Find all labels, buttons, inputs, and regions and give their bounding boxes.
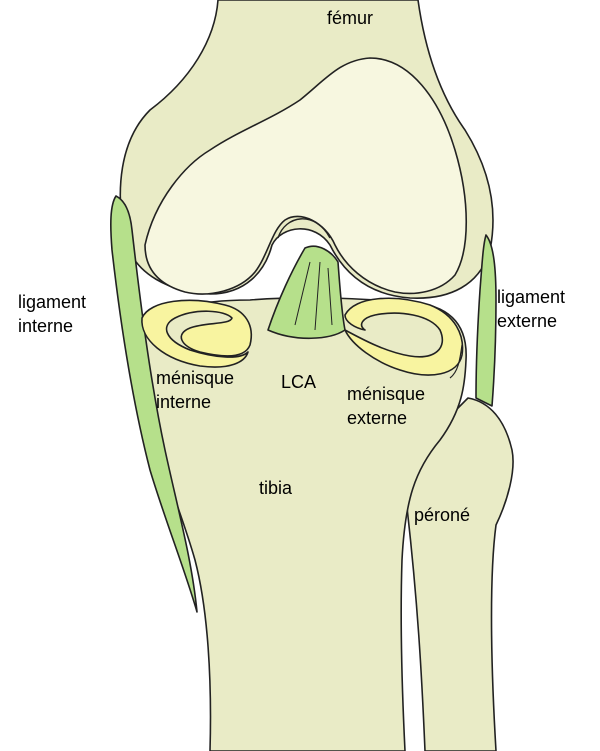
label-menisque-interne: ménisque interne — [156, 366, 234, 414]
label-line: ménisque — [156, 368, 235, 388]
lateral-ligament-shape — [475, 234, 497, 407]
label-line: externe — [497, 311, 558, 331]
label-tibia: tibia — [259, 478, 293, 498]
label-line: interne — [18, 316, 74, 336]
label-lca: LCA — [281, 372, 317, 392]
label-ligament-externe: ligament externe — [497, 285, 565, 333]
label-line: ligament — [18, 292, 87, 312]
label-line: interne — [156, 392, 212, 412]
lca-fibers — [294, 261, 333, 331]
femur-cartilage — [144, 57, 468, 295]
label-line: ligament — [497, 287, 566, 307]
lateral-meniscus-rim — [449, 344, 463, 379]
intercondylar-notch — [277, 218, 331, 239]
fibula-shape — [404, 397, 514, 751]
label-ligament-interne: ligament interne — [18, 290, 86, 338]
medial-ligament-shape — [110, 195, 198, 613]
label-line: externe — [347, 408, 408, 428]
lateral-meniscus-shape — [344, 297, 464, 376]
label-line: ménisque — [347, 384, 426, 404]
medial-meniscus-shape — [141, 299, 252, 368]
label-femur: fémur — [327, 8, 374, 28]
label-menisque-externe: ménisque externe — [347, 382, 425, 430]
lca-shape — [267, 245, 346, 340]
label-perone: péroné — [414, 505, 471, 525]
